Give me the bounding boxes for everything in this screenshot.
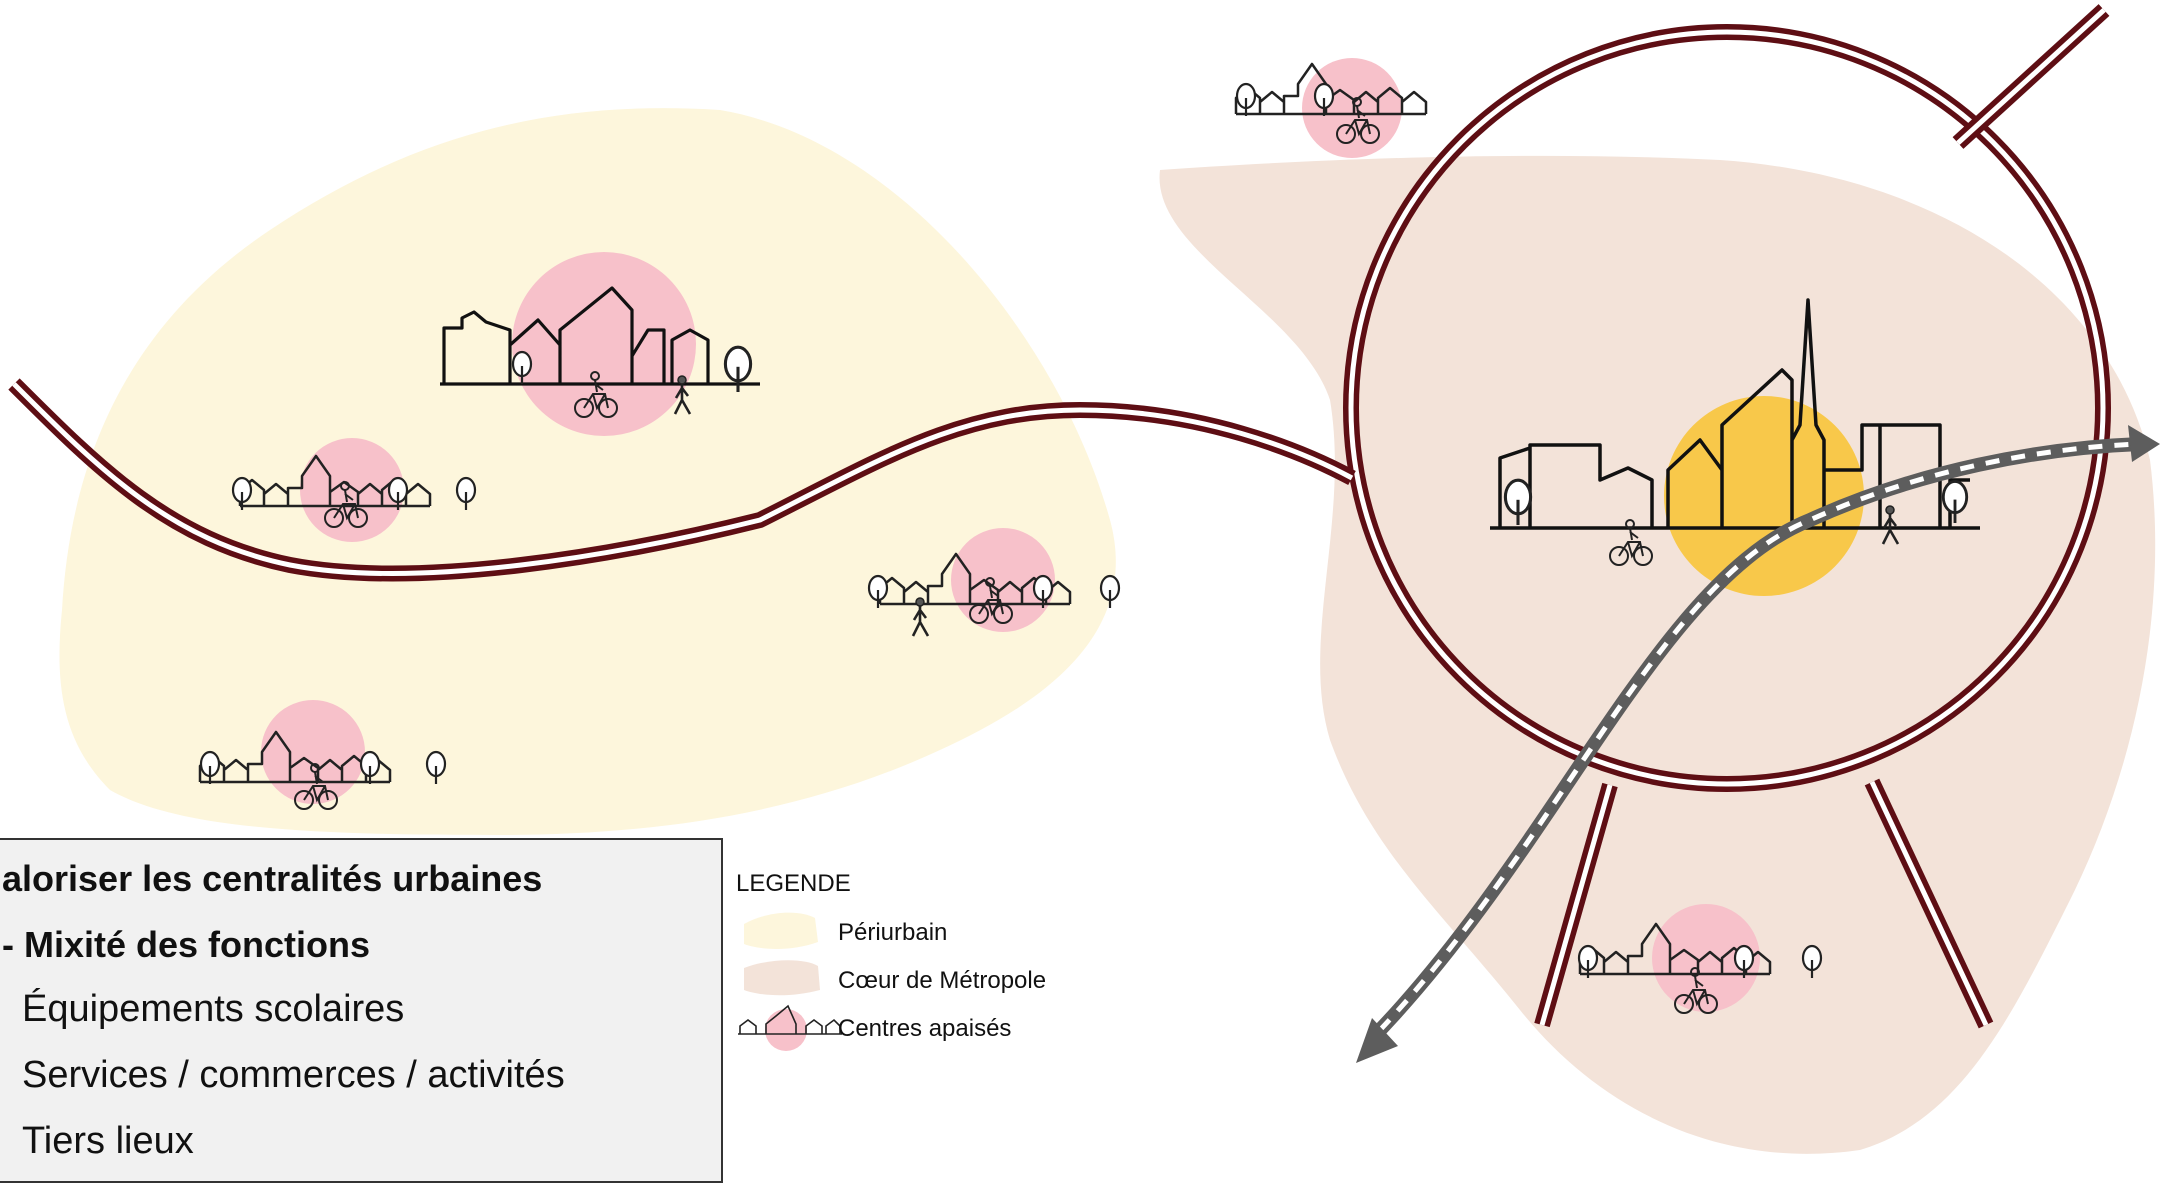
legend-label-calm-centers: Centres apaisés <box>838 1015 1012 1042</box>
objective-title: aloriser les centralités urbaines <box>2 858 543 899</box>
legend-swatch-periurban <box>744 912 818 949</box>
legend-swatch-calm-center <box>738 1004 842 1051</box>
calm-center-bottom-right <box>1577 904 1823 1014</box>
objective-item: Équipements scolaires <box>22 988 405 1030</box>
objective-item: Services / commerces / activités <box>22 1054 565 1096</box>
legend-swatches <box>738 912 842 1051</box>
objective-box: aloriser les centralités urbaines - Mixi… <box>0 838 723 1183</box>
calm-center-bottom-left <box>198 700 447 810</box>
wavy-road <box>8 378 1356 582</box>
railway-arrow <box>1356 425 2160 1063</box>
calm-center-top <box>1234 58 1428 158</box>
calm-center-middle <box>867 528 1121 638</box>
legend-label-periurban: Périurbain <box>838 919 948 946</box>
legend-title: LEGENDE <box>736 870 851 897</box>
legend-swatch-metropole <box>744 960 820 996</box>
calm-center-left <box>231 438 477 542</box>
objective-item: Tiers lieux <box>22 1120 194 1162</box>
legend-label-metropole: Cœur de Métropole <box>838 967 1047 994</box>
periurban-area <box>59 108 1116 836</box>
metropole-center <box>1490 298 1980 596</box>
calm-center-large <box>440 252 760 436</box>
radial-roads <box>1534 4 2110 1029</box>
objective-subtitle: - Mixité des fonctions <box>2 924 371 965</box>
